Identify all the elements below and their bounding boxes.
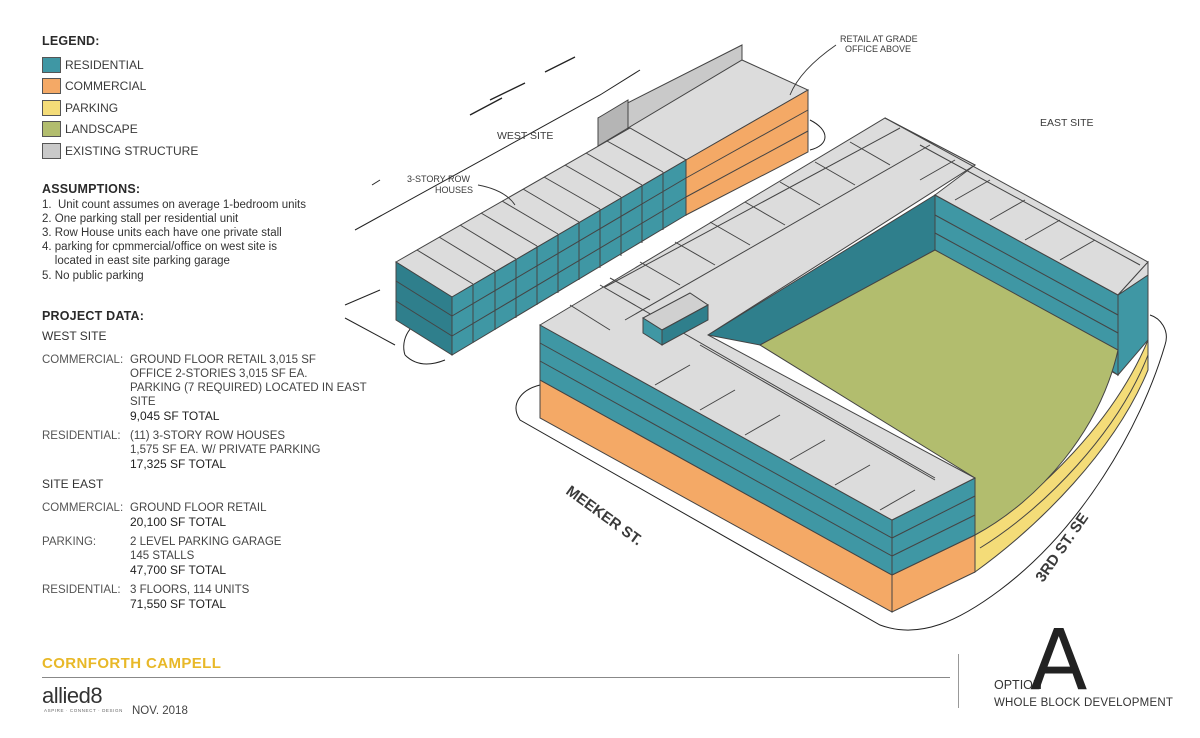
west-commercial-row: COMMERCIAL: GROUND FLOOR RETAIL 3,015 SF… bbox=[42, 353, 382, 423]
data-total: 17,325 SF TOTAL bbox=[130, 456, 227, 471]
data-value: GROUND FLOOR RETAIL 20,100 SF TOTAL bbox=[130, 501, 267, 529]
assumptions: ASSUMPTIONS: 1. Unit count assumes on av… bbox=[42, 182, 382, 283]
east-site-heading: SITE EAST bbox=[42, 476, 104, 491]
data-line: 1,575 SF EA. W/ PRIVATE PARKING bbox=[130, 443, 321, 456]
west-row-houses bbox=[395, 127, 687, 356]
data-line: 2 LEVEL PARKING GARAGE bbox=[130, 535, 282, 548]
project-data: PROJECT DATA: WEST SITE COMMERCIAL: GROU… bbox=[42, 309, 382, 611]
west-residential-row: RESIDENTIAL: (11) 3-STORY ROW HOUSES 1,5… bbox=[42, 429, 382, 471]
east-landscape-courtyard bbox=[759, 249, 1119, 536]
legend-label: RESIDENTIAL bbox=[65, 57, 144, 72]
legend-item-residential: RESIDENTIAL bbox=[42, 54, 382, 76]
data-value: 3 FLOORS, 114 UNITS 71,550 SF TOTAL bbox=[130, 583, 249, 611]
data-line: GROUND FLOOR RETAIL 3,015 SF bbox=[130, 353, 316, 366]
row-houses-label: 3-STORY ROW bbox=[407, 174, 471, 184]
date: NOV. 2018 bbox=[132, 705, 188, 717]
meeker-street-label: MEEKER ST. bbox=[563, 482, 646, 549]
legend-title: LEGEND: bbox=[42, 34, 100, 48]
west-site-data: COMMERCIAL: GROUND FLOOR RETAIL 3,015 SF… bbox=[42, 353, 382, 471]
data-line: PARKING (7 REQUIRED) LOCATED IN EAST SIT… bbox=[130, 381, 367, 408]
data-value: GROUND FLOOR RETAIL 3,015 SF OFFICE 2-ST… bbox=[130, 353, 382, 423]
assumptions-title: ASSUMPTIONS: bbox=[42, 181, 141, 196]
legend-item-existing: EXISTING STRUCTURE bbox=[42, 140, 382, 162]
east-site-outline bbox=[515, 314, 1167, 631]
leader-lines bbox=[477, 44, 837, 206]
legend-item-commercial: COMMERCIAL bbox=[42, 76, 382, 98]
legend-swatch-landscape bbox=[42, 121, 61, 138]
option-letter: A bbox=[1030, 611, 1088, 709]
assumption-item: 4. parking for cpmmercial/office on west… bbox=[42, 241, 277, 254]
project-name: CORNFORTH CAMPELL bbox=[42, 655, 222, 672]
retail-office-label: RETAIL AT GRADE bbox=[840, 34, 918, 44]
data-total: 20,100 SF TOTAL bbox=[130, 514, 227, 529]
legend-item-landscape: LANDSCAPE bbox=[42, 119, 382, 141]
brand-logo: allied8 bbox=[42, 683, 103, 708]
east-parking-row: PARKING: 2 LEVEL PARKING GARAGE 145 STAL… bbox=[42, 535, 382, 577]
legend-swatch-existing bbox=[42, 142, 61, 159]
third-street-label: 3RD ST. SE bbox=[1032, 510, 1092, 585]
legend-label: COMMERCIAL bbox=[65, 79, 147, 94]
legend: LEGEND: RESIDENTIAL COMMERCIAL PARKING L… bbox=[42, 34, 382, 162]
data-label: PARKING: bbox=[42, 535, 97, 548]
data-total: 9,045 SF TOTAL bbox=[130, 408, 220, 423]
data-line: OFFICE 2-STORIES 3,015 SF EA. bbox=[130, 367, 308, 380]
option-bracket bbox=[958, 654, 983, 708]
data-label: COMMERCIAL: bbox=[42, 353, 124, 366]
west-site-outline bbox=[344, 56, 826, 365]
brand-tagline: ASPIRE · CONNECT · DESIGN bbox=[44, 708, 123, 713]
assumption-item: 1. Unit count assumes on average 1-bedro… bbox=[42, 198, 307, 211]
assumptions-list: 1. Unit count assumes on average 1-bedro… bbox=[42, 198, 382, 283]
east-site-label: EAST SITE bbox=[1040, 117, 1094, 129]
data-line: GROUND FLOOR RETAIL bbox=[130, 501, 267, 514]
data-label: RESIDENTIAL: bbox=[42, 583, 121, 596]
data-label: RESIDENTIAL: bbox=[42, 429, 121, 442]
info-panel: LEGEND: RESIDENTIAL COMMERCIAL PARKING L… bbox=[42, 34, 382, 617]
legend-label: PARKING bbox=[65, 100, 119, 115]
legend-label: EXISTING STRUCTURE bbox=[65, 143, 199, 158]
retail-office-label: OFFICE ABOVE bbox=[845, 44, 911, 54]
data-line: 3 FLOORS, 114 UNITS bbox=[130, 583, 250, 596]
option-subtitle: WHOLE BLOCK DEVELOPMENT bbox=[994, 697, 1174, 709]
data-line: (11) 3-STORY ROW HOUSES bbox=[130, 429, 286, 442]
assumption-item: 5. No public parking bbox=[42, 269, 144, 282]
assumption-item: located in east site parking garage bbox=[42, 255, 230, 268]
east-residential-row: RESIDENTIAL: 3 FLOORS, 114 UNITS 71,550 … bbox=[42, 583, 382, 611]
legend-item-parking: PARKING bbox=[42, 97, 382, 119]
east-roof bbox=[538, 117, 1149, 521]
west-site-heading: WEST SITE bbox=[42, 328, 107, 343]
project-data-title: PROJECT DATA: bbox=[42, 308, 145, 323]
row-houses-label: HOUSES bbox=[435, 185, 473, 195]
option-label: OPTION bbox=[994, 678, 1042, 692]
data-label: COMMERCIAL: bbox=[42, 501, 124, 514]
assumption-item: 3. Row House units each have one private… bbox=[42, 226, 282, 239]
assumption-item: 2. One parking stall per residential uni… bbox=[42, 212, 239, 225]
east-site-data: COMMERCIAL: GROUND FLOOR RETAIL 20,100 S… bbox=[42, 501, 382, 611]
data-value: (11) 3-STORY ROW HOUSES 1,575 SF EA. W/ … bbox=[130, 429, 320, 471]
data-line: 145 STALLS bbox=[130, 549, 195, 562]
data-total: 71,550 SF TOTAL bbox=[130, 596, 227, 611]
legend-swatch-commercial bbox=[42, 78, 61, 95]
data-value: 2 LEVEL PARKING GARAGE 145 STALLS 47,700… bbox=[130, 535, 281, 577]
west-site-label: WEST SITE bbox=[497, 130, 553, 142]
legend-swatch-residential bbox=[42, 56, 61, 73]
legend-swatch-parking bbox=[42, 99, 61, 116]
east-commercial-row: COMMERCIAL: GROUND FLOOR RETAIL 20,100 S… bbox=[42, 501, 382, 529]
legend-label: LANDSCAPE bbox=[65, 122, 138, 137]
footer-rule bbox=[42, 677, 950, 678]
data-total: 47,700 SF TOTAL bbox=[130, 562, 227, 577]
